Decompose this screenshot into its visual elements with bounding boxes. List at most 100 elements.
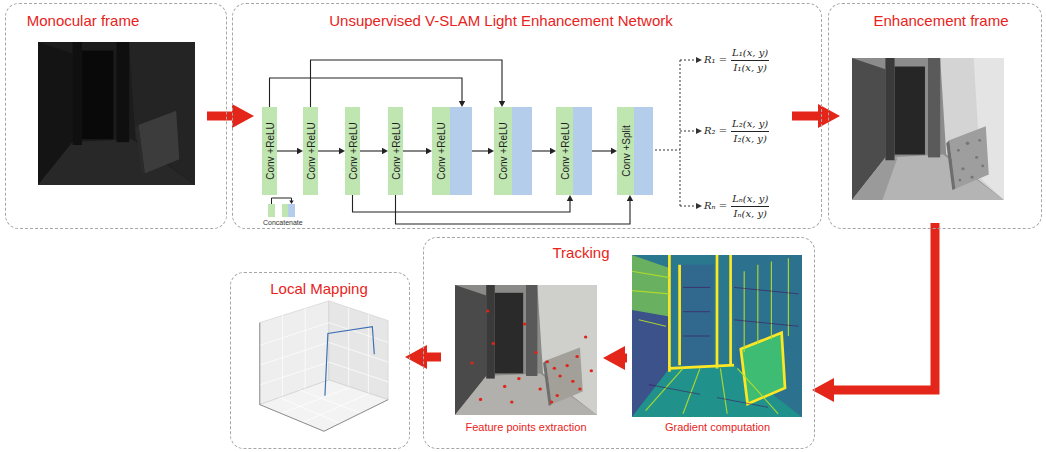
dark-frame-image — [38, 42, 195, 185]
output-dotted-lines-part — [696, 128, 702, 134]
feature-points-image-part-part — [523, 322, 526, 325]
step-caption: Gradient computation — [627, 421, 808, 434]
layer-connector-line — [353, 195, 571, 212]
gradient-map-image-part-part — [632, 271, 778, 414]
layer-connector-line — [318, 150, 340, 151]
panel-title: Monocular frame — [27, 12, 140, 30]
flow-arrow — [792, 104, 840, 128]
enhanced-frame-image-part — [885, 58, 894, 160]
feature-points-image-part-part — [571, 380, 574, 383]
layer-connector-line — [592, 150, 612, 151]
output-panel: Enhancement frame — [828, 3, 1042, 229]
output-dotted-lines-part — [696, 57, 702, 63]
gradient-map-image-part-part — [741, 333, 785, 404]
enhanced-frame-image-part-part — [961, 167, 964, 170]
dark-frame-image-part — [73, 42, 82, 145]
layer-connector — [318, 148, 345, 154]
layer-connector — [277, 148, 303, 154]
gradient-map-image-part — [632, 255, 802, 417]
panel-title: Unsupervised V-SLAM Light Enhancement Ne… — [329, 12, 673, 30]
gradient-map-image-part — [741, 333, 785, 404]
layer-connector-line — [532, 150, 551, 151]
feature-points-image-part-part — [503, 385, 506, 388]
concatenate-legend-icon-part — [282, 204, 288, 217]
layer-label: Conv +ReLU — [498, 122, 509, 180]
feature-points-image-part-part — [558, 374, 561, 377]
layer-connector-line — [270, 78, 463, 107]
formula: R₂ =L₂(x, y)I₂(x, y) — [704, 118, 769, 145]
gradient-map-image-part-part — [669, 255, 734, 372]
feature-points-image-part-part — [470, 361, 473, 364]
feature-points-image-part-part — [479, 398, 482, 401]
flow-arrow-head — [232, 104, 254, 128]
flow-arrow-head — [812, 378, 834, 402]
feature-points-image-part — [486, 285, 495, 379]
feature-points-image-part-part — [578, 387, 581, 390]
output-dotted-lines-part — [696, 203, 702, 209]
flow-arrow-line — [830, 223, 935, 390]
conv-block: Conv +ReLU — [262, 107, 277, 195]
feature-points-image-part-part — [553, 367, 556, 370]
layer-connector-line — [360, 150, 383, 151]
gradient-map-image-part-part — [649, 287, 799, 407]
gradient-map-image-part — [632, 258, 788, 414]
enhanced-frame-image — [852, 58, 1004, 200]
gradient-map-image-part — [731, 255, 802, 417]
feature-points-image-part — [455, 285, 597, 415]
gradient-map-image — [632, 255, 802, 417]
step-caption: Feature points extraction — [449, 421, 603, 434]
local-mapping-panel: Local Mapping — [230, 272, 410, 449]
panel-title: Enhancement frame — [873, 12, 1008, 30]
layer-connector-line — [311, 60, 503, 107]
formula: R₁ = L₁(x, y)I₁(x, y) — [704, 47, 769, 74]
trajectory-plot-part-part — [329, 308, 388, 393]
panel-title: Local Mapping — [270, 280, 368, 298]
trajectory-plot-part-part — [280, 388, 369, 426]
dark-frame-image-part — [38, 42, 195, 185]
feature-points-image — [455, 285, 597, 415]
enhanced-frame-image-part — [852, 157, 898, 200]
feature-points-image-part-part — [565, 364, 568, 367]
layer-connector — [592, 148, 617, 154]
feature-points-image-part-part — [550, 400, 553, 403]
enhanced-frame-image-part-part — [975, 156, 978, 159]
layer-connector — [360, 148, 388, 154]
layer-connector — [311, 60, 506, 107]
denominator: Iₙ(x, y) — [733, 207, 766, 220]
dark-frame-image-part — [117, 42, 130, 142]
layer-connector — [472, 148, 494, 154]
concat-conv-block: Conv +ReLU — [432, 107, 472, 195]
feature-points-image-part-part — [492, 342, 495, 345]
panel-title: Tracking — [553, 244, 610, 262]
layer-connector-head — [627, 195, 633, 201]
flow-arrow — [207, 104, 254, 128]
enhanced-frame-image-part — [957, 139, 984, 181]
dark-frame-image-part — [82, 51, 113, 140]
enhanced-frame-image-part — [852, 58, 1004, 200]
layer-connector — [270, 78, 466, 107]
feature-points-image-part — [495, 293, 523, 374]
feature-points-image-part-part — [538, 387, 541, 390]
enhanced-frame-image-part — [928, 58, 940, 157]
trajectory-plot-part — [260, 307, 388, 426]
gradient-map-image-part — [649, 287, 799, 407]
enhanced-frame-image-part-part — [966, 141, 970, 144]
feature-points-image-part — [543, 360, 552, 406]
layer-label: Conv +ReLU — [347, 122, 358, 180]
enhanced-frame-image-part-part — [957, 149, 960, 152]
feature-points-image-part-part — [517, 377, 520, 380]
feature-points-image-part-part — [575, 355, 578, 358]
conv-block: Conv +ReLU — [388, 107, 403, 195]
feature-points-image-part-part — [590, 369, 593, 372]
flow-arrow-head — [603, 346, 625, 370]
feature-points-image-part-part — [546, 360, 549, 363]
feature-points-step: Feature points extraction — [449, 282, 603, 442]
numerator: L₁(x, y) — [731, 47, 769, 61]
gradient-map-image-part — [680, 265, 714, 365]
denominator: I₁(x, y) — [733, 61, 766, 74]
tracking-panel: TrackingFeature points extraction Gradien… — [423, 237, 815, 449]
formula-lhs: R₁ = — [704, 54, 727, 66]
